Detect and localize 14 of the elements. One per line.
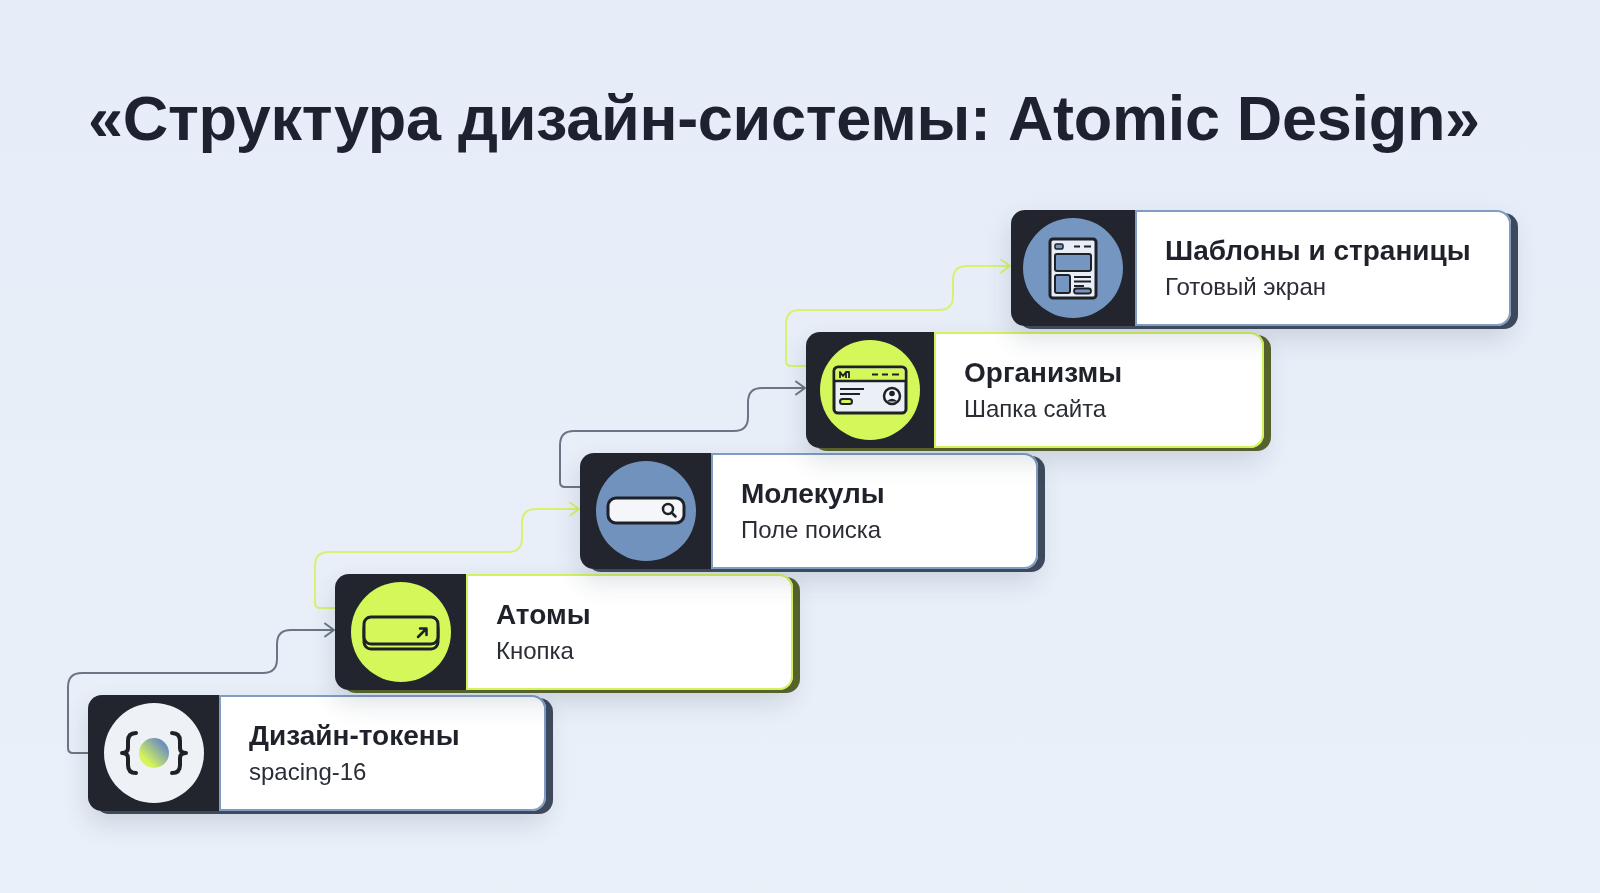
level-example: Шапка сайта xyxy=(964,395,1108,425)
level-title: Шаблоны и страницы xyxy=(1165,233,1472,268)
level-example: spacing-16 xyxy=(249,758,368,788)
level-title: Молекулы xyxy=(741,476,886,511)
connector-arrow xyxy=(785,258,1011,367)
connector-arrow xyxy=(314,501,580,609)
connector-arrow xyxy=(559,380,806,488)
level-example: Кнопка xyxy=(496,637,575,667)
level-example: Поле поиска xyxy=(741,516,883,546)
diagram-title: «Структура дизайн-системы: Atomic Design» xyxy=(88,82,1480,155)
level-example: Готовый экран xyxy=(1165,273,1328,303)
level-title: Атомы xyxy=(496,597,592,632)
level-title: Организмы xyxy=(964,355,1124,390)
level-title: Дизайн-токены xyxy=(249,718,461,753)
